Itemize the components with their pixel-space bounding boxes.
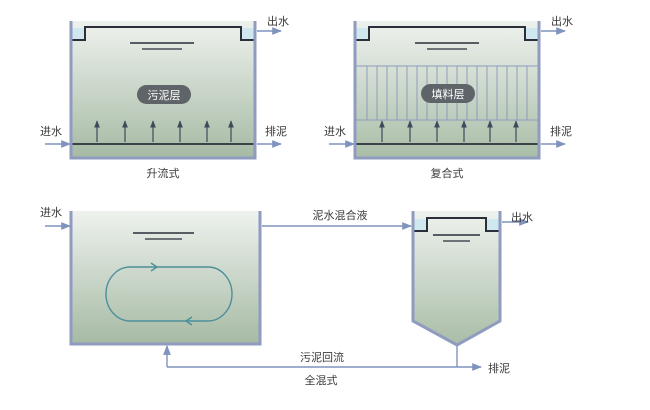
hybrid-top-weir [355,26,539,41]
packing-layer-label: 填料层 [432,87,465,101]
clarifier-walls [411,211,502,347]
upflow-outlet-label: 出水 [267,14,289,28]
mix-inlet-label: 进水 [40,206,62,219]
sludge-recycle-label: 污泥回流 [300,350,344,364]
sludge-layer-badge [137,85,191,104]
circulation-loop [105,266,233,322]
upflow-sludge-label: 排泥 [265,124,287,138]
upflow-tank-walls [69,21,257,160]
hybrid-outlet-label: 出水 [551,14,573,28]
upflow-reactor: 污泥层 进水 出水 排泥 升流式 [40,14,289,180]
packing-layer-badge [421,84,475,103]
packing-layer-grid [356,65,538,121]
mixed-liquor-label: 泥水混合液 [313,208,368,222]
complete-mix-caption: 全混式 [305,373,338,387]
complete-mix-system: 进水 泥水混合液 出水 排泥 污泥回流 全混式 [40,206,533,387]
loop-arrow-top-icon [150,262,159,272]
upflow-water-surface-right [241,28,255,40]
hybrid-up-arrows [379,120,519,142]
clarifier-liquid [413,211,500,345]
clarifier-top-weir [413,217,500,232]
clarifier-sludge-label: 排泥 [488,361,510,375]
hybrid-reactor: 填料层 进水 出水 排泥 复合式 [324,14,573,180]
upflow-up-arrows [94,120,234,142]
clarifier-water-surface-left [413,219,427,231]
hybrid-sludge-label: 排泥 [550,124,572,138]
mix-tank-walls [69,211,262,346]
hybrid-tank-walls [353,21,541,160]
hybrid-caption: 复合式 [431,166,464,180]
hybrid-water-surface-right [525,28,539,40]
mix-tank-liquid [71,211,260,344]
hybrid-inlet-label: 进水 [324,125,346,138]
hybrid-water-surface-left [355,28,369,40]
loop-arrow-bottom-icon [184,316,193,326]
upflow-caption: 升流式 [147,166,180,180]
upflow-inlet-label: 进水 [40,125,62,138]
upflow-water-surface-left [71,28,85,40]
clarifier-outlet-label: 出水 [511,210,533,224]
clarifier-water-surface-right [486,219,500,231]
upflow-top-weir [71,26,255,41]
sludge-layer-label: 污泥层 [148,89,181,102]
